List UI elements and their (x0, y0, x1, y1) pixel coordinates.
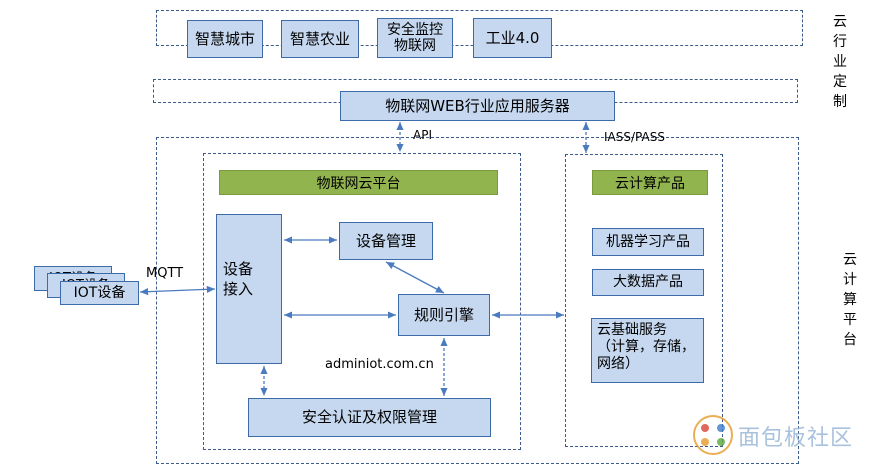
machine-learning-product: 机器学习产品 (592, 228, 704, 256)
label-cloud-computing-platform: 云计算平台 (843, 252, 857, 348)
big-data-product: 大数据产品 (592, 269, 704, 296)
label-mqtt: MQTT (146, 266, 184, 281)
security-auth-management: 安全认证及权限管理 (248, 398, 491, 437)
watermark-text: 面包板社区 (738, 426, 854, 451)
label-iass-pass: IASS/PASS (604, 130, 665, 144)
web-application-server: 物联网WEB行业应用服务器 (340, 91, 615, 121)
cloud-products-title: 云计算产品 (592, 170, 708, 195)
iot-platform-region (203, 153, 521, 450)
app-smart-agriculture: 智慧农业 (281, 20, 359, 58)
app-smart-city: 智慧城市 (187, 20, 263, 58)
iot-platform-title: 物联网云平台 (219, 170, 498, 195)
label-cloud-industry-custom: 云行业定制 (833, 14, 847, 110)
arrow-mqtt (139, 285, 216, 296)
domain-text: adminiot.com.cn (325, 357, 434, 372)
device-management: 设备管理 (339, 222, 433, 260)
app-industry-4: 工业4.0 (473, 18, 552, 58)
cloud-products-region (565, 154, 723, 447)
rule-engine: 规则引擎 (398, 294, 490, 336)
arrow-mgmt-rule (385, 261, 445, 294)
device-access: 设备 接入 (216, 214, 282, 364)
app-security-iot: 安全监控 物联网 (377, 18, 453, 58)
cloud-basic-service: 云基础服务 （计算，存储， 网络） (591, 318, 704, 383)
cloud-platform-region (156, 137, 799, 464)
label-api: API (413, 128, 432, 142)
iot-device-front: IOT设备 (60, 281, 139, 305)
watermark-logo (692, 414, 734, 456)
